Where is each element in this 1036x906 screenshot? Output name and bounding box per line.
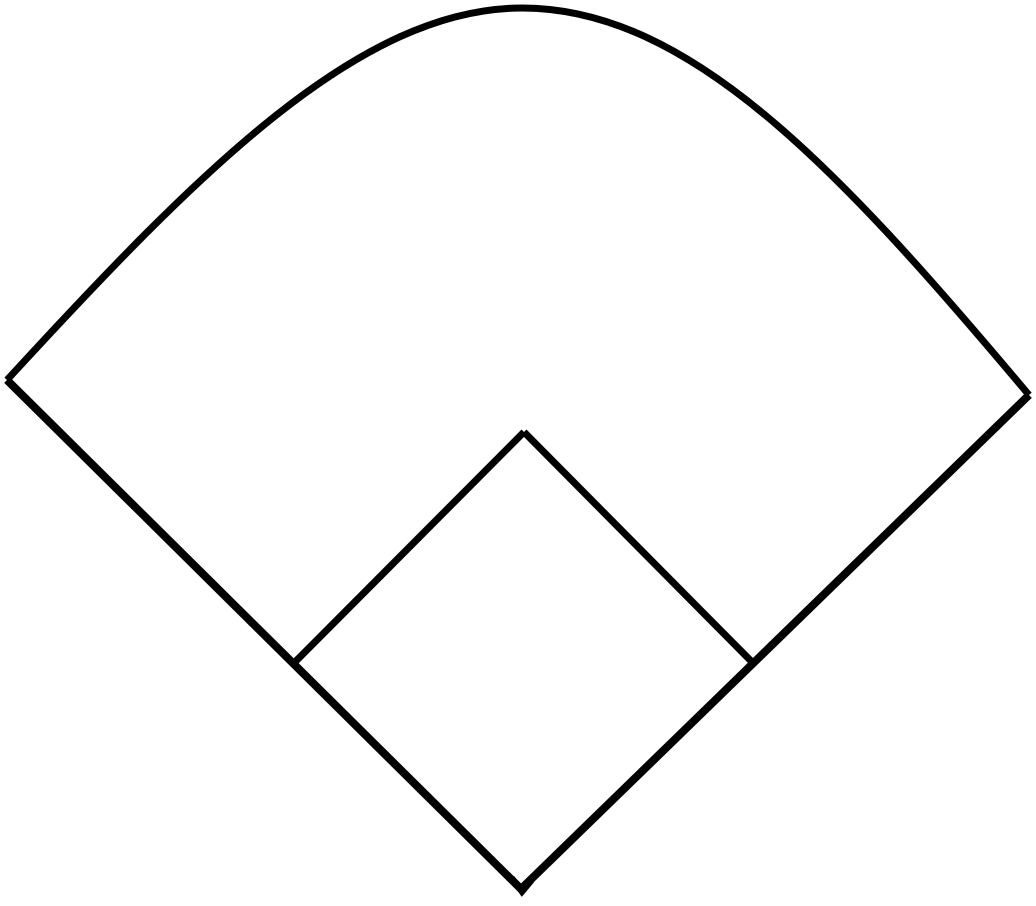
right-foul-line <box>517 392 1032 893</box>
infield-left-line <box>292 429 527 665</box>
left-foul-line <box>4 377 525 893</box>
outfield-arc-line <box>4 4 1032 398</box>
infield-right-line <box>521 429 755 665</box>
home-plate-corner <box>509 876 535 897</box>
